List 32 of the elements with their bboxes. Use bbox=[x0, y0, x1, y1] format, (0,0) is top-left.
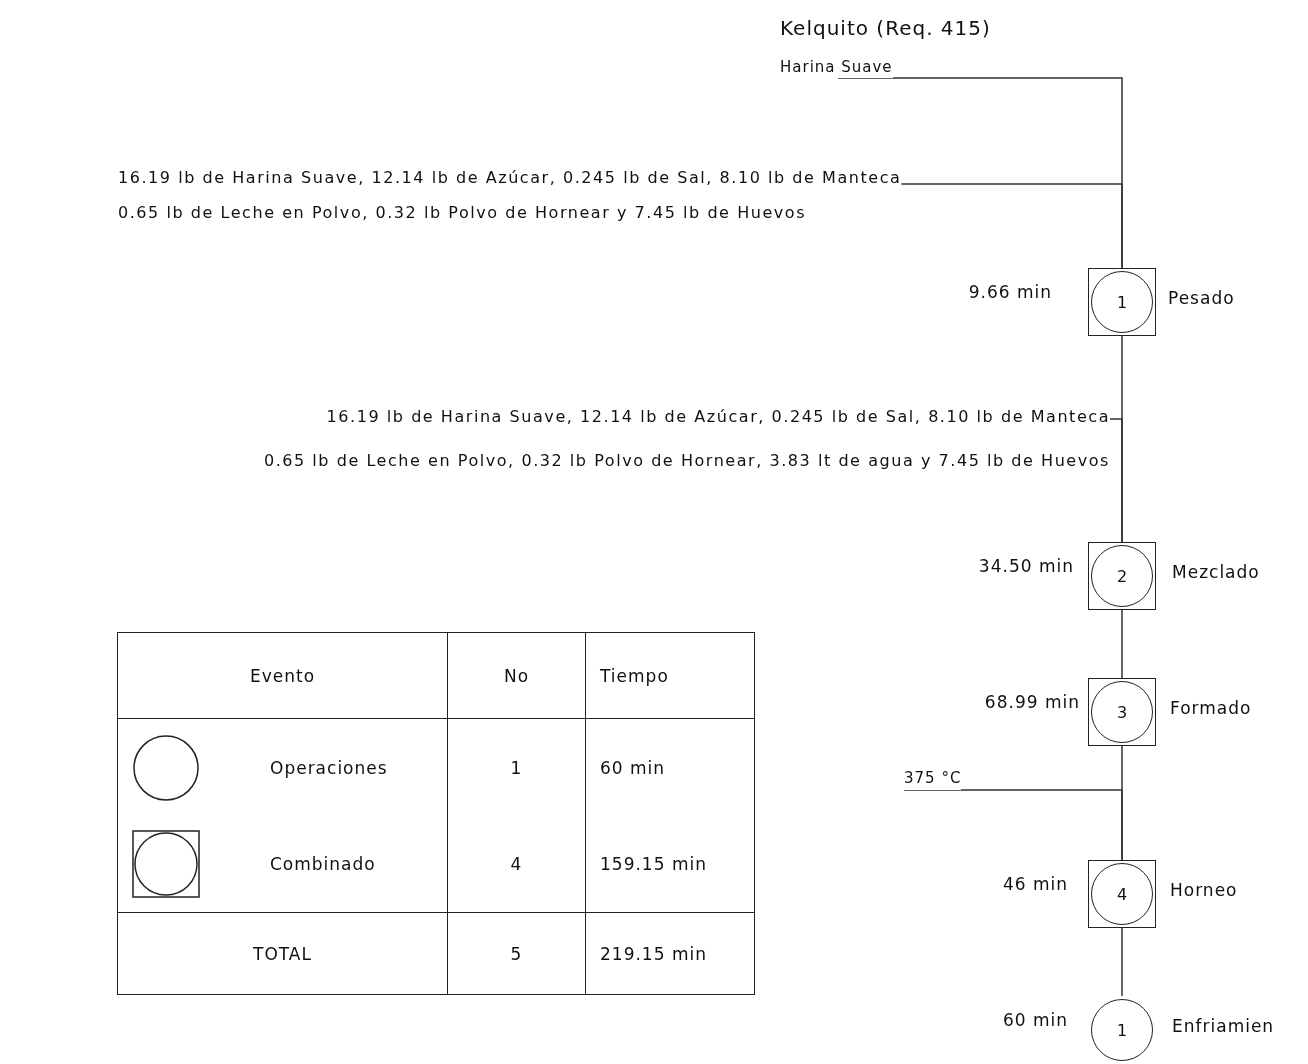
step-name: Enfriamien bbox=[1172, 1016, 1275, 1036]
step-name: Formado bbox=[1170, 698, 1252, 718]
table-text: 4 bbox=[510, 854, 523, 874]
operation-circle: 1 bbox=[1091, 271, 1153, 333]
operation-circle: 1 bbox=[1091, 999, 1153, 1061]
table-text: 5 bbox=[510, 943, 523, 964]
flow-line bbox=[1121, 609, 1123, 679]
table-text: 1 bbox=[510, 757, 523, 778]
duration-label: 46 min bbox=[1002, 874, 1068, 894]
operation-circle: 4 bbox=[1091, 863, 1153, 925]
operation-circle: 2 bbox=[1091, 545, 1153, 607]
duration-label: 9.66 min bbox=[968, 282, 1052, 302]
duration-label: 68.99 min bbox=[984, 692, 1080, 712]
step-name: Pesado bbox=[1168, 288, 1235, 308]
step-name: Mezclado bbox=[1172, 562, 1260, 582]
operation-circle: 3 bbox=[1091, 681, 1153, 743]
table-text: Operaciones bbox=[270, 757, 388, 778]
flow-line bbox=[1109, 418, 1123, 543]
column-header: Evento bbox=[249, 665, 316, 686]
duration-label: 60 min bbox=[1002, 1010, 1068, 1030]
table-text: 219.15 min bbox=[600, 943, 707, 964]
duration-label: 34.50 min bbox=[978, 556, 1074, 576]
column-header: No bbox=[503, 665, 530, 686]
flow-line bbox=[900, 183, 1123, 269]
flow-line bbox=[1121, 927, 1123, 997]
table-text: TOTAL bbox=[253, 943, 312, 964]
table-text: 60 min bbox=[600, 757, 666, 778]
chart-title: Kelquito (Req. 415) bbox=[780, 16, 991, 40]
column-header: Tiempo bbox=[600, 665, 669, 686]
step-name: Horneo bbox=[1170, 880, 1238, 900]
table-text: 159.15 min bbox=[600, 854, 707, 874]
table-text: Combinado bbox=[270, 854, 376, 874]
